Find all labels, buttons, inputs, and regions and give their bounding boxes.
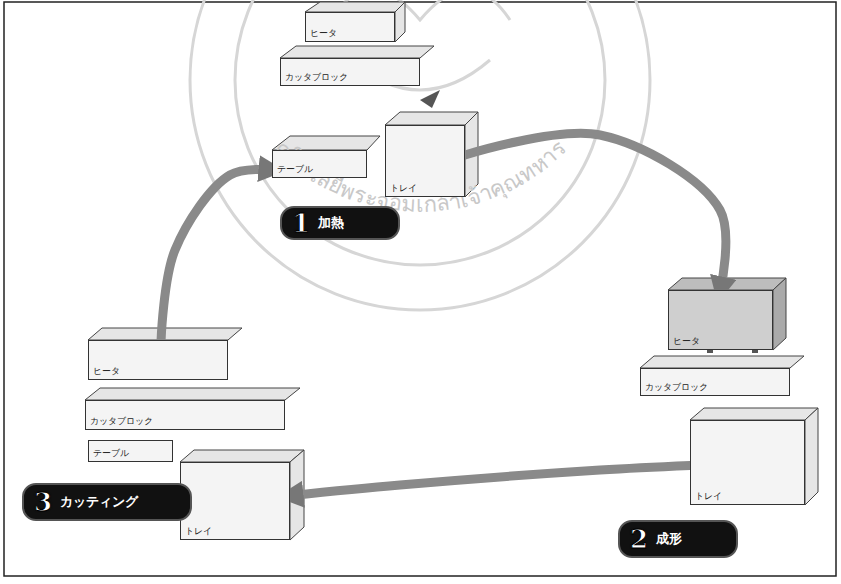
cycle-arrow	[161, 169, 272, 340]
step-number: 2	[630, 525, 648, 554]
cycle-arrow	[290, 465, 690, 495]
part-box: テーブル	[272, 150, 367, 178]
part-label: ヒータ	[310, 29, 337, 39]
step-number: 3	[34, 488, 52, 517]
part-box: カッタブロック	[640, 368, 790, 396]
step-name: 成形	[656, 532, 682, 546]
part-box: トレイ	[385, 125, 465, 197]
3d-faces	[85, 2, 818, 540]
frame	[4, 2, 836, 576]
part-box: トレイ	[690, 420, 805, 505]
step-badge: 2 成形	[618, 520, 738, 558]
step-name: カッティング	[60, 495, 138, 509]
part-label: ヒータ	[673, 337, 700, 347]
part-box: ヒータ	[88, 340, 228, 380]
seal-watermark	[190, 0, 650, 310]
part-label: トレイ	[390, 184, 417, 194]
part-label: カッタブロック	[285, 73, 348, 83]
step-name: 加熱	[318, 216, 344, 230]
part-box: カッタブロック	[85, 400, 285, 430]
step-badge: 3 カッティング	[22, 483, 192, 521]
part-box: トレイ	[180, 462, 290, 540]
part-box: ヒータ	[668, 290, 773, 350]
cycle-arrow	[465, 133, 726, 290]
step-badge: 1 加熱	[280, 206, 400, 240]
part-box: テーブル	[88, 440, 173, 462]
part-label: テーブル	[93, 449, 129, 459]
step-number: 1	[292, 209, 310, 238]
part-label: カッタブロック	[90, 417, 153, 427]
part-box: カッタブロック	[280, 58, 420, 86]
part-label: ヒータ	[93, 367, 120, 377]
part-label: カッタブロック	[645, 383, 708, 393]
part-label: トレイ	[185, 527, 212, 537]
part-label: テーブル	[277, 165, 313, 175]
part-label: トレイ	[695, 492, 722, 502]
part-box: ヒータ	[305, 12, 395, 42]
